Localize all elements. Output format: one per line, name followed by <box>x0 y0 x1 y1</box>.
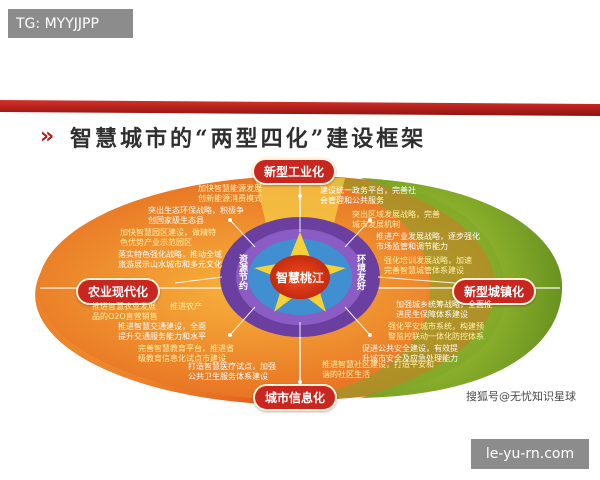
note: 创新能源消费模式 <box>198 194 262 203</box>
note: 打造智慧医疗试点，加强 <box>188 362 276 371</box>
note: 提升交通服务能力和水平 <box>118 332 206 341</box>
note: 市场监管和调节能力 <box>376 242 448 251</box>
center-label: 智慧桃江 <box>275 271 324 285</box>
source-caption: 搜狐号@无忧知识星球 <box>466 390 576 403</box>
note: 谐的社区生活 <box>322 370 370 379</box>
quadrant-label-bottom: 城市信息化 <box>253 384 338 411</box>
note: 落实特色强化战略，推动全域 <box>118 250 222 259</box>
note: 强化平安城市系统，构建预 <box>388 322 484 331</box>
note: 完善智慧城管体系建设 <box>384 266 464 275</box>
note: 城市发展机制 <box>352 220 400 229</box>
note: 加快智慧能源发展 <box>198 184 262 193</box>
quadrant-label-top: 新型工业化 <box>252 158 337 185</box>
note: 促进公共安全建设，有效提 <box>362 344 458 353</box>
note: 推进农产 <box>170 302 202 311</box>
note: 推进智慧交通建设，全面 <box>118 322 206 331</box>
note: 警监控联动一体化防控体系 <box>388 332 484 341</box>
center-node <box>270 255 330 299</box>
note: 公共卫生服务体系建设 <box>188 372 268 381</box>
note: 强化培训发展战略，加速 <box>384 256 472 265</box>
title-chevrons: » <box>40 124 54 149</box>
note: 品的O2O直营销售 <box>92 312 158 321</box>
page-title: 智慧城市的“两型四化”建设框架 <box>70 126 427 152</box>
note: 推进产业发展战略，逐步强化 <box>376 232 480 241</box>
note: 旅游展示山水城市和多元文化 <box>118 260 222 269</box>
note: 创国家级生态县 <box>148 216 204 225</box>
ring-label-env: 环境友好 <box>355 254 365 290</box>
note: 建设统一政务平台，完善社 <box>320 186 416 195</box>
note: 进民生保障体系建设 <box>396 310 468 319</box>
account-tag: TG: MYYJJPP <box>8 9 133 38</box>
note: 完善智慧教育平台，推进省 <box>138 344 234 353</box>
quadrant-label-right: 新型城镇化 <box>452 278 537 305</box>
note: 升城市安全及应急处理能力 <box>362 354 458 363</box>
site-watermark: le-yu-rn.com <box>471 439 589 469</box>
header-banner <box>0 100 600 116</box>
note: 色优势产业示范园区 <box>120 238 192 247</box>
quadrant-label-left: 农业现代化 <box>76 278 161 305</box>
note: 加强城乡统筹战略，全面推 <box>396 300 492 309</box>
note: 会管理和公共服务 <box>320 196 384 205</box>
note: 突出生态环保战略，积极争 <box>148 206 244 215</box>
right-disc-segment <box>360 178 563 398</box>
note: 推进智慧农业发展 <box>92 302 156 311</box>
note: 加快智慧园区建设，做精特 <box>120 228 216 237</box>
note: 级教育信息化试点市建设 <box>138 354 226 363</box>
ring-label-resource: 资源节约 <box>237 254 247 290</box>
note: 突出区域发展战略，完善 <box>352 210 440 219</box>
note: 推进智慧社区建设，打造平安和 <box>322 360 434 369</box>
